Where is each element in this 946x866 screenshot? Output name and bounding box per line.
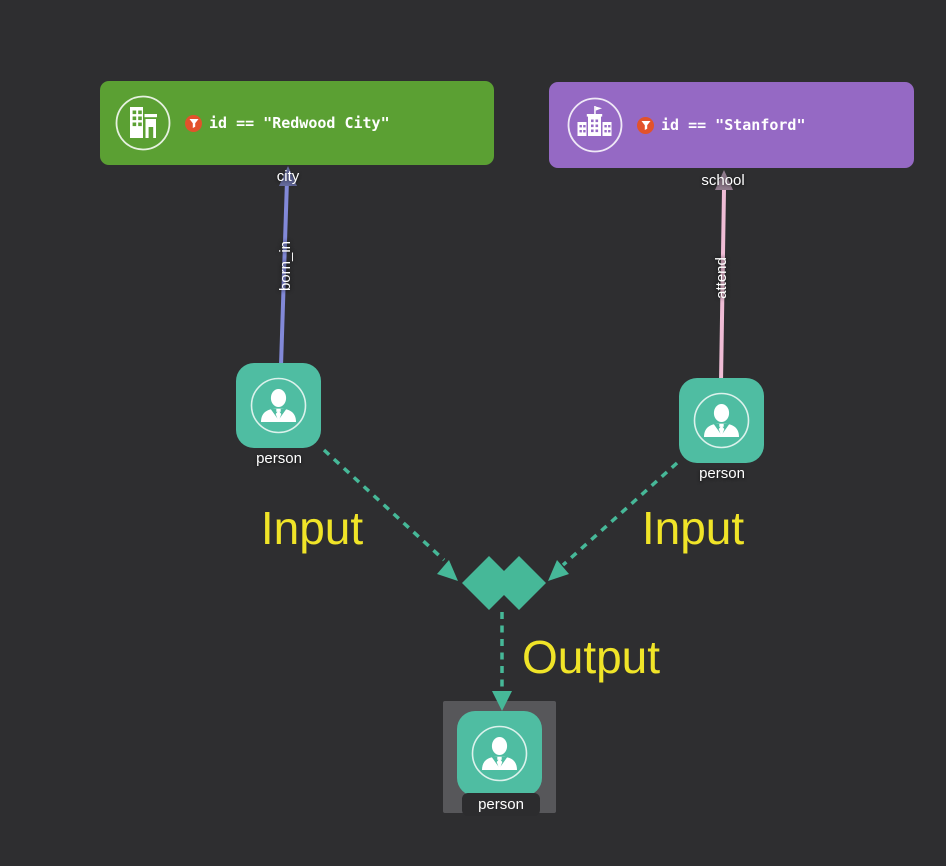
- flow-output-arrowhead: [492, 691, 512, 711]
- city-filter-expression: id == "Redwood City": [209, 114, 390, 132]
- person-output-label-wrap: person: [401, 793, 601, 816]
- flow-input-left-arrowhead: [437, 560, 458, 581]
- person-icon: [250, 377, 307, 434]
- input-left-annotation: Input: [260, 502, 364, 554]
- school-filter-expression: id == "Stanford": [661, 116, 806, 134]
- filter-badge: [637, 116, 654, 134]
- edge-born-in-arrowhead: [279, 166, 297, 186]
- flow-input-right-line[interactable]: [561, 461, 679, 567]
- vertex-person-right[interactable]: [679, 378, 764, 463]
- input-right-annotation: Input: [641, 502, 745, 554]
- edge-born-in-line[interactable]: [279, 179, 289, 367]
- person-icon: [471, 725, 528, 782]
- flow-input-left-line[interactable]: [322, 448, 446, 562]
- vertex-city[interactable]: id == "Redwood City": [100, 81, 494, 165]
- school-type-label: school: [701, 172, 745, 189]
- filter-icon: [189, 119, 198, 128]
- person-right-type-label: person: [699, 465, 745, 482]
- filter-badge: [185, 114, 202, 132]
- edge-attend-line[interactable]: [719, 189, 726, 383]
- person-icon: [693, 392, 750, 449]
- city-type-label: city: [276, 168, 300, 185]
- person-left-type-label: person: [256, 450, 302, 467]
- diamond-left[interactable]: [462, 556, 516, 610]
- vertex-person-output[interactable]: [457, 711, 542, 796]
- output-annotation: Output: [521, 631, 661, 683]
- edge-born-in-label: born_in: [277, 240, 294, 292]
- city-icon: [115, 95, 171, 151]
- school-icon: [567, 97, 623, 153]
- edge-attend-arrowhead: [715, 170, 733, 190]
- intersect-diamonds-icon[interactable]: [462, 556, 546, 610]
- vertex-person-left[interactable]: [236, 363, 321, 448]
- filter-icon: [641, 121, 650, 130]
- edge-attend-label: attend: [713, 257, 730, 299]
- flow-input-right-arrowhead: [548, 560, 569, 581]
- person-output-type-label: person: [462, 793, 540, 816]
- vertex-school[interactable]: id == "Stanford": [549, 82, 914, 168]
- diamond-right[interactable]: [492, 556, 546, 610]
